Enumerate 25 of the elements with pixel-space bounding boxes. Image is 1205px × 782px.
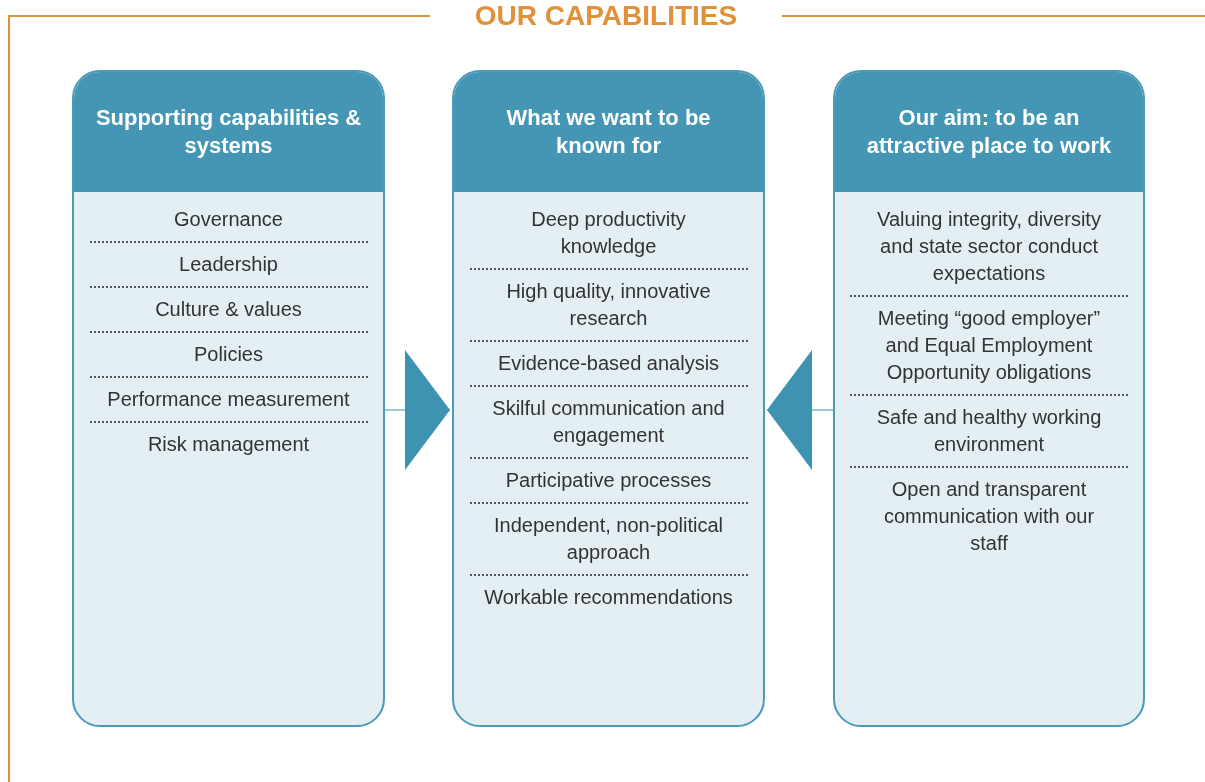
capability-item: Meeting “good employer” and Equal Employment Opportunity obligations — [876, 306, 1102, 385]
capability-item: Performance measurement — [106, 387, 351, 412]
capability-item: Workable recommendations — [483, 585, 734, 610]
column-panel — [833, 70, 1145, 727]
capability-item: Evidence-based analysis — [496, 351, 721, 376]
capability-item: Independent, non-political approach — [492, 513, 725, 565]
arrow — [384, 350, 451, 470]
capability-item: Governance — [173, 207, 284, 232]
capability-item: Safe and healthy working environment — [875, 405, 1103, 457]
panel-heading: Our aim: to be an attractive place to work — [865, 104, 1113, 160]
capability-item: Open and transparent communication with our staff — [882, 477, 1096, 556]
capability-item: Skilful communication and engagement — [491, 396, 726, 448]
arrow — [766, 350, 834, 470]
capability-item: Policies — [193, 342, 264, 367]
capability-item: High quality, innovative research — [505, 279, 712, 331]
capability-item: Leadership — [178, 252, 279, 277]
capability-item: Risk management — [146, 432, 311, 457]
panel-heading: Supporting capabilities & systems — [94, 104, 363, 160]
column-panel — [452, 70, 765, 727]
capability-item: Participative processes — [504, 468, 713, 493]
capability-item: Culture & values — [154, 297, 303, 322]
panel-heading: What we want to be known for — [505, 104, 712, 160]
capability-item: Deep productivity knowledge — [530, 207, 687, 259]
capability-item: Valuing integrity, diversity and state sector conduct expectations — [876, 207, 1102, 286]
column-panel — [72, 70, 385, 727]
